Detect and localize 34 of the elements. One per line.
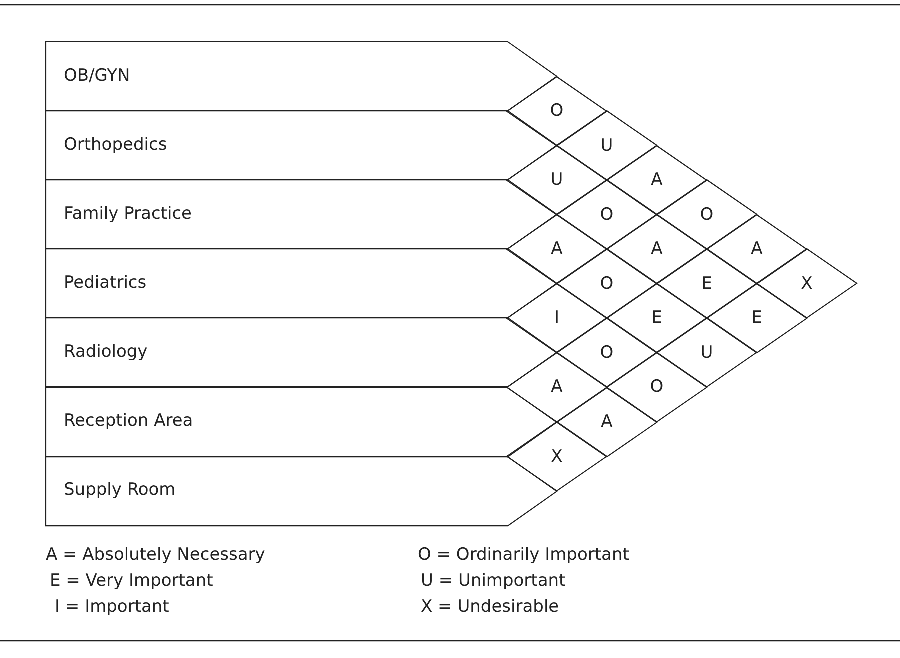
relationship-code: O (550, 101, 564, 122)
legend-entry: E = Very Important (50, 571, 214, 591)
relationship-code: A (651, 239, 663, 260)
department-name: Family Practice (64, 204, 192, 224)
relationship-code: O (650, 377, 664, 398)
relationship-code: A (551, 377, 563, 398)
relationship-code: O (600, 274, 614, 294)
legend-entry: O = Ordinarily Important (418, 545, 630, 565)
department-name: Supply Room (64, 480, 176, 500)
legend-entry: X = Undesirable (421, 597, 560, 617)
legend-entry: U = Unimportant (421, 571, 566, 591)
relationship-code: X (551, 446, 563, 467)
relationship-code: U (700, 342, 714, 363)
relationship-code: O (600, 204, 614, 225)
relationship-code: U (600, 136, 614, 156)
relationship-code: X (801, 274, 813, 294)
relationship-code: A (601, 412, 613, 432)
department-name: Pediatrics (64, 272, 147, 293)
relationship-code: O (700, 204, 714, 225)
relationship-code: U (550, 170, 564, 190)
department-name: Reception Area (64, 411, 194, 432)
relationship-code: A (651, 170, 663, 190)
relationship-code: E (702, 274, 712, 294)
relationship-code: I (554, 308, 560, 328)
legend-entry: I = Important (55, 597, 170, 617)
relationship-code: O (600, 342, 614, 363)
relationship-code: A (551, 239, 563, 260)
legend-entry: A = Absolutely Necessary (46, 545, 266, 565)
relationship-code: A (751, 239, 763, 260)
department-name: Radiology (64, 342, 148, 362)
relationship-code: E (752, 308, 762, 328)
department-name: OB/GYN (64, 66, 130, 86)
relationship-code: E (652, 308, 662, 328)
department-name: Orthopedics (64, 134, 168, 155)
